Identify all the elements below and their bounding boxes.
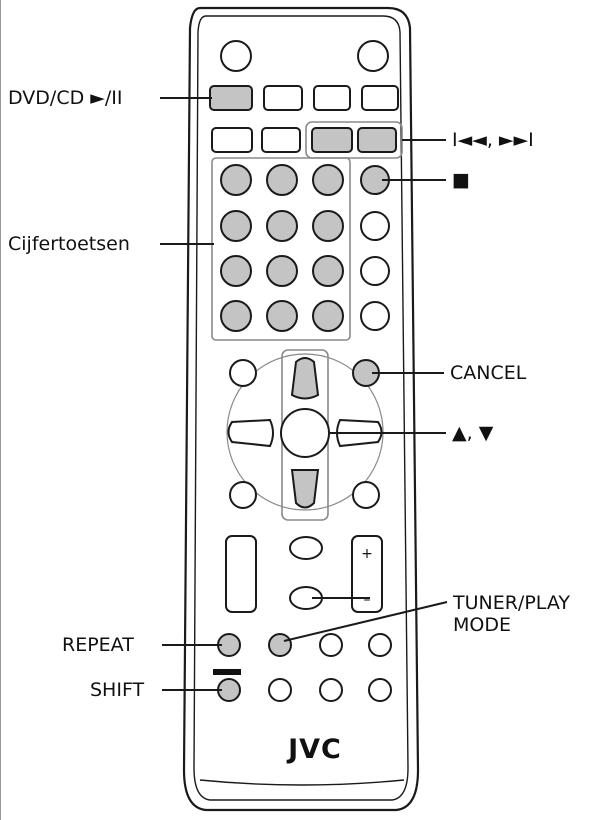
number-key-9[interactable] [312,255,344,287]
number-key-11[interactable] [266,300,298,332]
nav-bottom-left-button[interactable] [229,481,257,509]
left-button[interactable] [227,418,274,448]
power-button-right[interactable] [357,40,389,72]
label-cijfertoetsen: Cijfertoetsen [8,233,130,255]
label-shift: SHIFT [90,679,145,701]
label-updown: ▲, ▼ [452,422,494,444]
volume-rocker-button[interactable] [351,535,383,613]
down-button[interactable] [290,469,320,509]
right-column-button-3[interactable] [360,256,390,286]
row-b-button-2[interactable] [268,678,292,702]
nav-top-left-button[interactable] [229,359,257,387]
number-keys-panel [211,157,351,341]
shift-indicator-bar [213,669,241,675]
number-key-4[interactable] [220,210,252,242]
number-key-10[interactable] [220,300,252,332]
label-cancel: CANCEL [450,362,527,384]
tuner-play-mode-button[interactable] [268,633,292,657]
source-button-2[interactable] [263,85,303,111]
row-a-button-3[interactable] [319,633,343,657]
number-key-3[interactable] [312,164,344,196]
number-key-7[interactable] [220,255,252,287]
volume-minus-label: – [364,592,371,608]
number-key-8[interactable] [266,255,298,287]
page-edge-line [0,0,1,820]
label-tuner-play-mode-line2: MODE [453,614,511,636]
leader-tuner-play-mode [283,601,448,642]
left-rocker-button[interactable] [225,535,257,613]
number-key-5[interactable] [266,210,298,242]
row2-button-2[interactable] [261,127,301,153]
dvd-cd-play-pause-button[interactable] [209,85,253,111]
row-b-button-4[interactable] [368,678,392,702]
brand-logo-jvc: JVC [288,734,342,765]
center-oval-button-upper[interactable] [289,536,323,560]
number-key-2[interactable] [266,164,298,196]
label-stop: ■ [452,169,470,191]
row-b-button-3[interactable] [319,678,343,702]
remote-bottom-curve [199,779,405,786]
right-column-button-2[interactable] [360,211,390,241]
label-skip: I◄◄, ►►I [452,129,534,151]
source-button-3[interactable] [313,85,351,111]
nav-bottom-right-button[interactable] [352,481,380,509]
label-dvd-cd: DVD/CD ►/II [8,87,123,109]
skip-back-button[interactable] [311,127,353,153]
number-keys [220,164,344,332]
number-key-1[interactable] [220,164,252,196]
power-button-left[interactable] [220,40,252,72]
volume-plus-label: + [361,546,373,562]
row2-button-1[interactable] [211,127,253,153]
enter-button[interactable] [280,408,330,458]
source-button-4[interactable] [361,85,399,111]
number-key-6[interactable] [312,210,344,242]
remote-inner-outline [193,15,409,801]
label-tuner-play-mode-line1: TUNER/PLAY [453,592,570,614]
row-a-button-4[interactable] [368,633,392,657]
skip-forward-button[interactable] [357,127,397,153]
right-column-button-4[interactable] [360,301,390,331]
label-repeat: REPEAT [62,634,134,656]
number-key-12[interactable] [312,300,344,332]
up-button[interactable] [290,357,320,400]
